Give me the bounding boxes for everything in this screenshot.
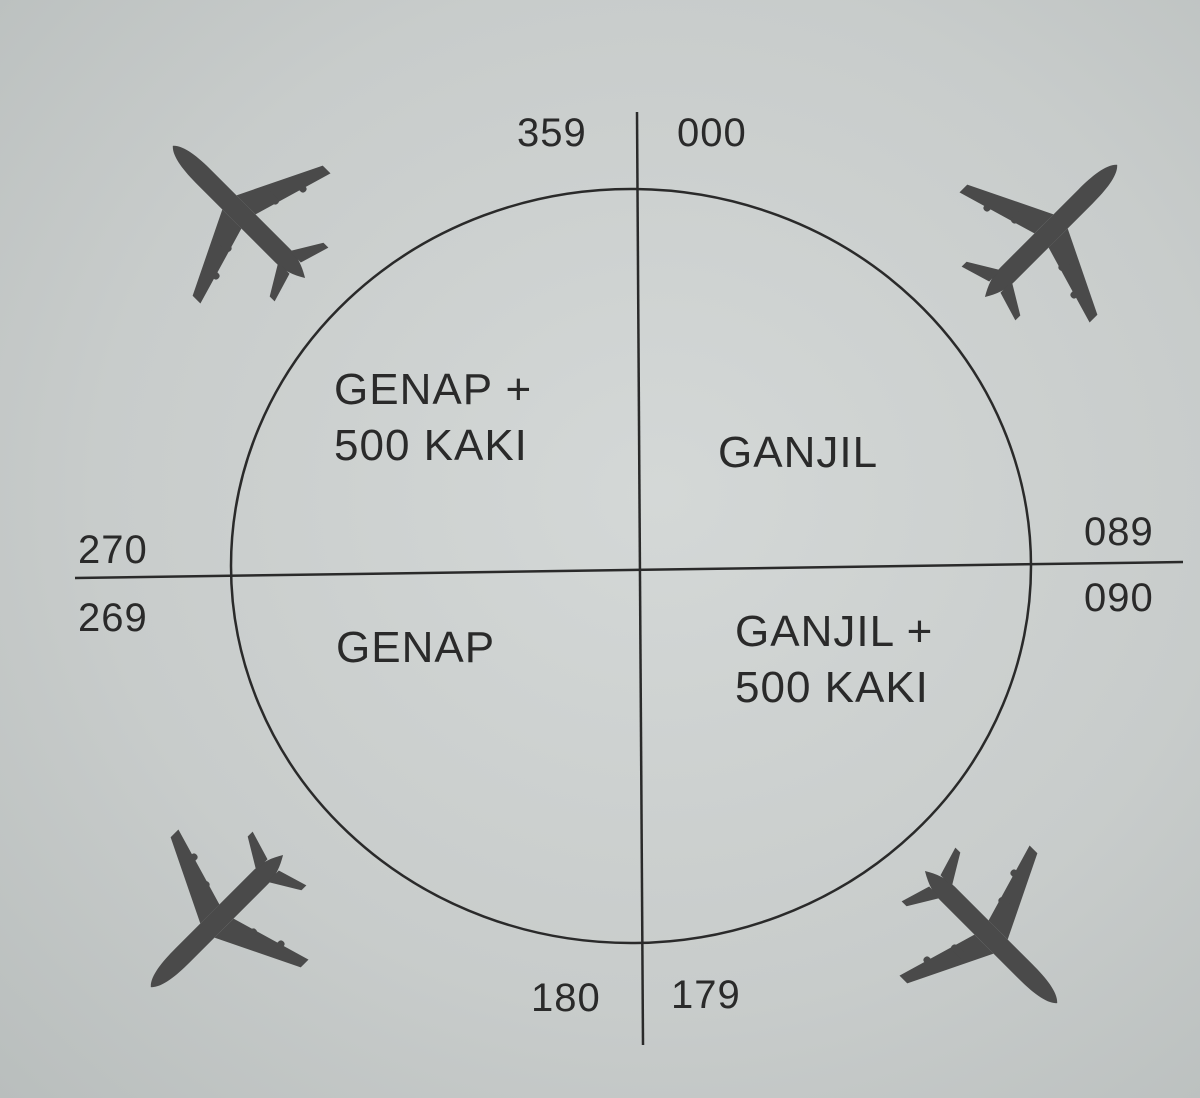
quadrant-bottom-right-line1: GANJIL + [735,607,934,656]
heading-label-179: 179 [671,973,741,1017]
airplane-icon [85,789,349,1053]
heading-label-089: 089 [1084,510,1154,554]
quadrant-bottom-right-line2: 500 KAKI [735,662,929,712]
horizontal-axis-line [74,560,1184,580]
quadrant-top-left-line2: 500 KAKI [334,420,528,470]
heading-label-180: 180 [531,976,601,1020]
heading-label-269: 269 [78,596,148,640]
vertical-axis-line [635,111,645,1046]
quadrant-bottom-left-line1: GENAP [336,623,496,672]
heading-label-090: 090 [1084,576,1154,620]
airplane-icon [919,99,1183,363]
airplane-icon [107,80,371,344]
quadrant-bottom-right-label: GANJIL + 500 KAKI [735,604,933,716]
heading-label-359: 359 [517,111,587,155]
quadrant-bottom-left-label: GENAP [336,620,495,676]
quadrant-top-left-label: GENAP + 500 KAKI [334,362,532,474]
quadrant-top-left-line1: GENAP + [334,365,533,414]
heading-label-000: 000 [677,111,747,155]
heading-circle [229,187,1033,945]
quadrant-top-right-line1: GANJIL [718,428,879,477]
heading-label-270: 270 [78,528,148,572]
quadrant-top-right-label: GANJIL [718,425,878,481]
